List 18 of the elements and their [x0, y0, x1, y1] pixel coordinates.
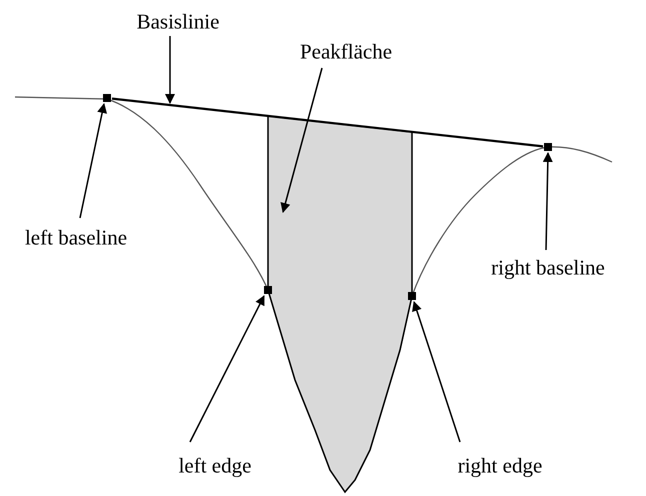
callout-label: Peakfläche — [300, 42, 392, 62]
callout-label: right baseline — [491, 258, 605, 278]
leader-arrow — [542, 152, 553, 250]
shaded-area — [267, 115, 413, 494]
point-marker — [264, 286, 272, 294]
leader-arrow — [165, 36, 175, 104]
leader-arrow — [189, 295, 265, 442]
callout-label: Basislinie — [136, 12, 220, 32]
leader-arrow — [79, 103, 108, 218]
point-marker — [103, 94, 111, 102]
point-marker — [408, 292, 416, 300]
callout-label: right edge — [458, 456, 542, 476]
callout-label: left edge — [178, 456, 252, 476]
point-marker — [544, 143, 552, 151]
baseline — [112, 98, 544, 148]
leader-arrow — [280, 68, 323, 213]
leader-arrow — [412, 301, 461, 442]
callout-label: left baseline — [24, 228, 128, 248]
